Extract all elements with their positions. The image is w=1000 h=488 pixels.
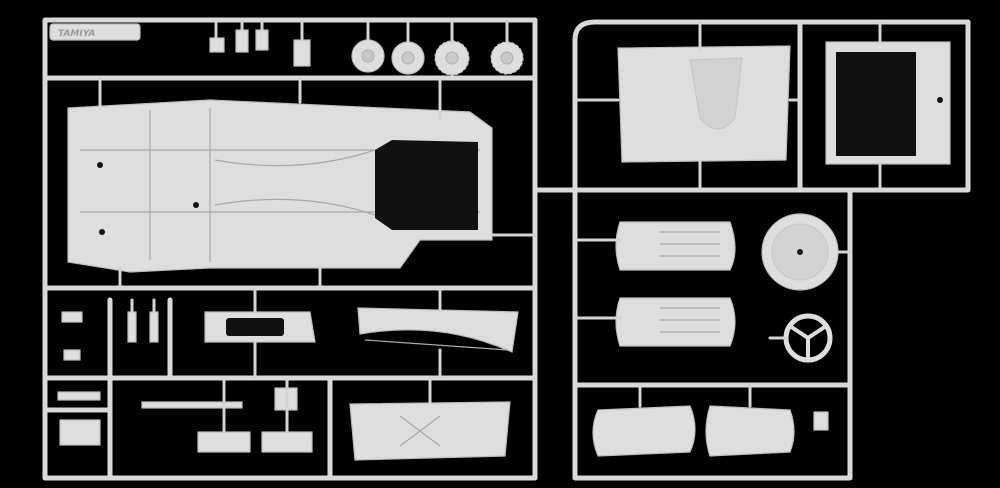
gear-row [351,18,524,76]
steering-wheel [768,313,833,363]
firewall-panel [349,376,511,461]
gear-2 [391,41,425,75]
door-frame [825,20,951,192]
dashboard-frame [204,286,316,380]
gear-1 [351,39,385,73]
seat-1 [573,221,736,271]
small-clip-part [813,411,829,431]
seat-cushion-1 [592,383,696,457]
rear-bulkhead [197,376,313,453]
top-small-parts [209,18,311,67]
gear-3 [434,40,470,76]
left-sprue-frame [42,17,578,481]
right-sprue-frame [572,19,971,481]
bumper-bar [357,286,519,380]
seat-cushion-2 [705,383,795,457]
sprue-tag: TAMIYA [49,23,141,41]
seat-2 [573,297,736,347]
tag-text: TAMIYA [58,29,95,39]
hood-panel [573,20,802,192]
chassis-floor-pan [67,76,537,290]
spare-tire [761,213,852,291]
gear-4 [490,41,524,75]
